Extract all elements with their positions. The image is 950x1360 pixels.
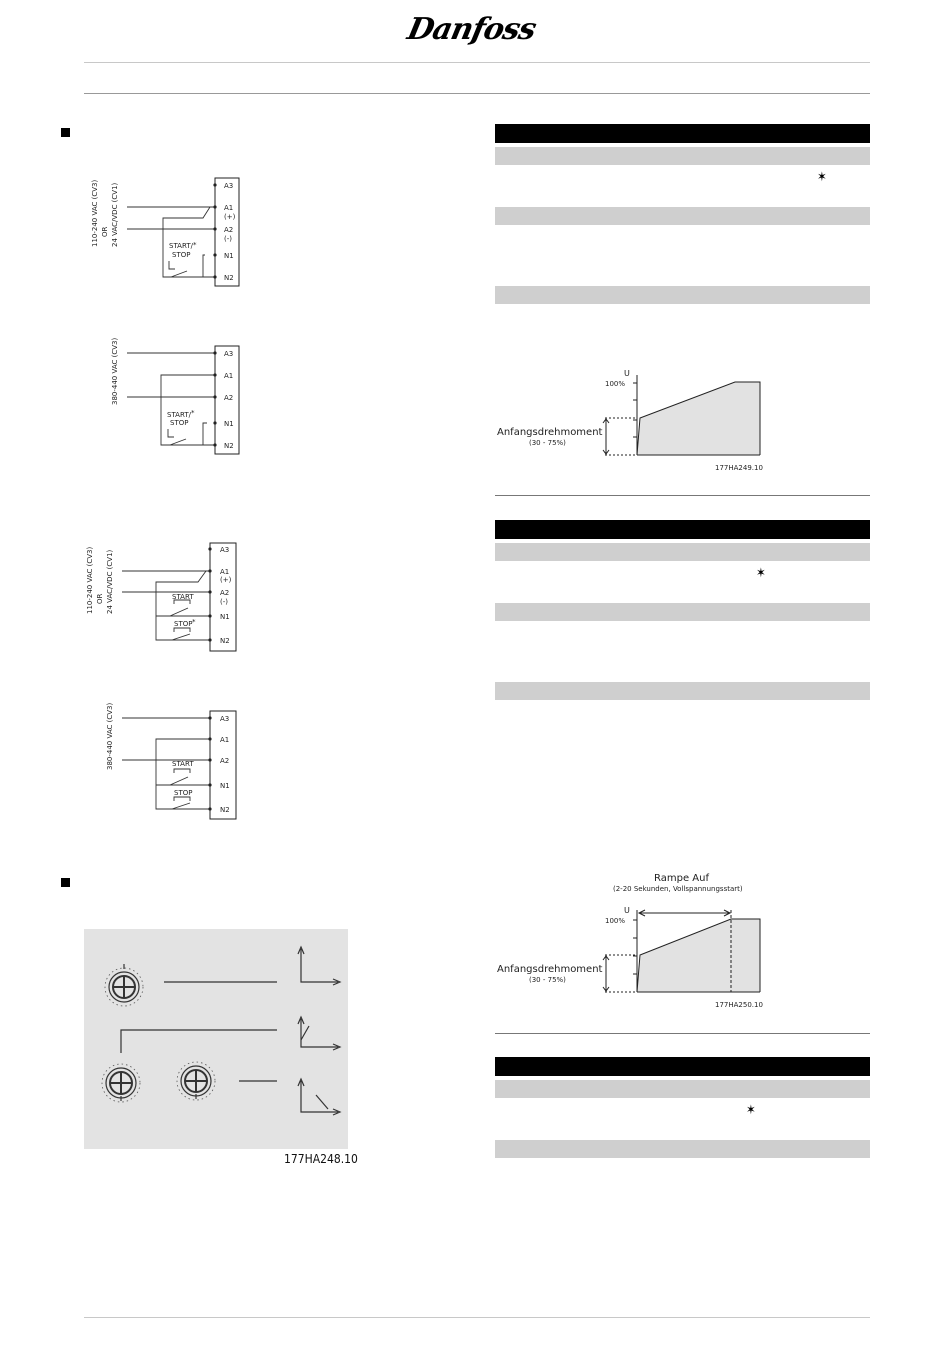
terminal-a3: A3 [224,182,233,190]
graph-subtitle: (2-20 Sekunden, Vollspannungsstart) [613,885,743,893]
terminal-n2: N2 [224,274,234,282]
switch-label: START/ [167,411,192,419]
header-rule [84,93,870,94]
asterisk: * [191,409,195,417]
terminal-n1: N1 [220,782,230,790]
subsection-bar [495,682,870,700]
potentiometer-diagram [101,945,342,1116]
wiring-diagram-4: 380-440 VAC (CV3) A3 A1 A2 N1 N2 START S… [106,703,237,820]
stop-label: STOP [174,620,192,628]
section-bullet [61,128,70,137]
terminal-a1: A1 [224,372,233,380]
terminal-n2: N2 [220,637,230,645]
terminal-n2: N2 [220,806,230,814]
terminal-minus: (-) [224,235,232,243]
ramp-up-graph: Rampe Auf (2-20 Sekunden, Vollspannungss… [497,873,763,1009]
subsection-bar [495,543,870,561]
supply-label: 24 VAC/VDC (CV1) [111,182,119,247]
section-header-bar [495,1057,870,1076]
torque-range: (30 - 75%) [529,439,566,447]
terminal-n1: N1 [224,252,234,260]
knob-icon [108,964,140,1003]
asterisk: * [192,618,196,626]
default-star-icon: ✶ [746,1103,756,1118]
y-tick-label: 100% [605,917,625,925]
terminal-minus: (-) [220,598,228,606]
danfoss-logo: Danfoss [404,12,539,47]
wiring-diagram-1: 110-240 VAC (CV3) OR 24 VAC/VDC (CV1) A3… [91,177,240,287]
graph-title: Rampe Auf [654,873,709,884]
knob-icon [105,1067,137,1101]
terminal-plus: (+) [224,213,236,221]
supply-label: 380-440 VAC (CV3) [111,338,119,405]
subsection-bar [495,147,870,165]
subsection-bar [495,603,870,621]
terminal-a1: A1 [220,736,229,744]
start-torque-graph: U 100% Anfangsdrehmoment (30 - 75%) 177H… [497,369,763,472]
supply-label: 110-240 VAC (CV3) [91,180,99,247]
subsection-bar [495,1080,870,1098]
terminal-a3: A3 [224,350,233,358]
y-axis-label: U [624,906,630,915]
default-star-icon: ✶ [756,566,766,581]
knob-icon [180,1065,212,1099]
section-header-bar [495,520,870,539]
subsection-bar [495,1140,870,1158]
section-divider [495,495,870,496]
supply-label: 380-440 VAC (CV3) [106,703,114,770]
subsection-bar [495,207,870,225]
figure-id: 177HA250.10 [715,1001,763,1009]
torque-label: Anfangsdrehmoment [497,964,603,975]
terminal-a2: A2 [220,757,229,765]
terminal-a2: A2 [220,589,229,597]
torque-range: (30 - 75%) [529,976,566,984]
supply-label: OR [101,226,109,237]
default-star-icon: ✶ [817,170,827,185]
wiring-diagram-3: 110-240 VAC (CV3) OR 24 VAC/VDC (CV1) A3… [86,542,237,652]
terminal-n2: N2 [224,442,234,450]
switch-label: STOP [172,251,190,259]
asterisk: * [193,241,197,249]
figure-id: 177HA248.10 [284,1152,358,1166]
torque-label: Anfangsdrehmoment [497,427,603,438]
terminal-a2: A2 [224,394,233,402]
terminal-a1: A1 [224,204,233,212]
y-tick-label: 100% [605,380,625,388]
terminal-a3: A3 [220,715,229,723]
footer-rule [84,1317,870,1318]
terminal-n1: N1 [220,613,230,621]
section-header-bar [495,124,870,143]
y-axis-label: U [624,369,630,378]
start-label: START [172,593,194,601]
terminal-a3: A3 [220,546,229,554]
subsection-bar [495,286,870,304]
section-divider [495,1033,870,1034]
header-rule-top [84,62,870,63]
terminal-n1: N1 [224,420,234,428]
start-label: START [172,760,194,768]
figure-id: 177HA249.10 [715,464,763,472]
supply-label: OR [96,593,104,604]
supply-label: 24 VAC/VDC (CV1) [106,549,114,614]
switch-label: STOP [170,419,188,427]
terminal-a1: A1 [220,568,229,576]
terminal-a2: A2 [224,226,233,234]
wiring-diagram-2: 380-440 VAC (CV3) A3 A1 A2 N1 N2 START/ … [111,338,240,455]
supply-label: 110-240 VAC (CV3) [86,547,94,614]
section-bullet [61,878,70,887]
switch-label: START/ [169,242,194,250]
terminal-plus: (+) [220,576,232,584]
stop-label: STOP [174,789,192,797]
